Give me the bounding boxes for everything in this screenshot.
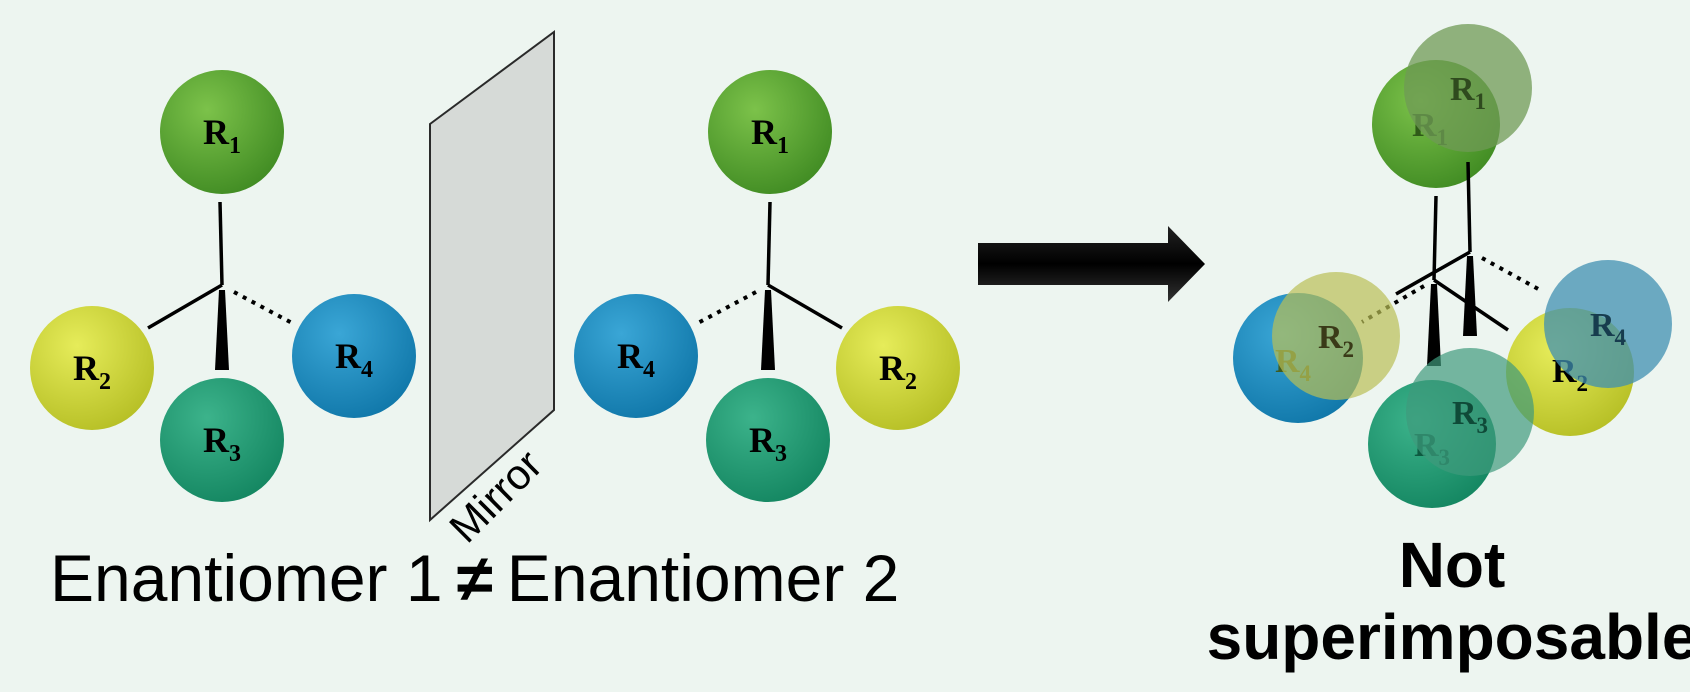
overlay-atom-r4-ghost bbox=[1544, 260, 1672, 388]
atom-r2-label: R2 bbox=[879, 348, 917, 395]
bond-r2 bbox=[767, 283, 843, 330]
atom-r4: R4 bbox=[292, 294, 416, 418]
atom-r3-label: R3 bbox=[203, 420, 241, 467]
atom-r4-label: R4 bbox=[335, 336, 373, 383]
overlay-attempt: R4 R1 R3 R2 R1 R2 R3 R4 bbox=[1233, 24, 1672, 508]
caption-enantiomer-2: Enantiomer 2 bbox=[506, 541, 900, 615]
enantiomer-2: R1 R4 R3 R2 bbox=[574, 70, 960, 502]
atom-r1: R1 bbox=[160, 70, 284, 194]
bonds bbox=[147, 201, 293, 370]
atom-r3: R3 bbox=[160, 378, 284, 502]
overlay-wedge-bond-1 bbox=[1427, 284, 1441, 366]
overlay-wedge-bond-2 bbox=[1463, 256, 1477, 336]
overlay-dashed-bond-2 bbox=[1481, 256, 1541, 292]
wedge-bond-r3 bbox=[761, 290, 775, 370]
overlay-atom-r1-ghost-label: R1 bbox=[1450, 71, 1486, 114]
bond-r1 bbox=[766, 201, 772, 286]
mirror-plane bbox=[429, 30, 555, 523]
overlay-bond-r1-2 bbox=[1466, 161, 1472, 253]
atom-r3-sphere bbox=[706, 378, 830, 502]
atom-r1: R1 bbox=[708, 70, 832, 194]
atom-r4-sphere bbox=[292, 294, 416, 418]
dashed-bond-r4 bbox=[697, 290, 757, 325]
overlay-bonds-2 bbox=[1395, 161, 1541, 336]
not-equal-sign: ≠ bbox=[456, 541, 493, 615]
enantiomer-1: R1 R2 R3 R4 bbox=[30, 70, 416, 502]
enantiomer-caption: Enantiomer 1≠Enantiomer 2 bbox=[50, 540, 899, 616]
atom-r1-label: R1 bbox=[203, 112, 241, 159]
dashed-bond-r4 bbox=[233, 290, 293, 325]
atom-r3-sphere bbox=[160, 378, 284, 502]
overlay-atom-r3-ghost-label: R3 bbox=[1452, 395, 1488, 438]
atom-r2: R2 bbox=[836, 306, 960, 430]
atom-r1-sphere bbox=[160, 70, 284, 194]
atom-r1-sphere bbox=[708, 70, 832, 194]
result-caption: Not superimposable bbox=[1172, 529, 1690, 673]
atom-r1-label: R1 bbox=[751, 112, 789, 159]
overlay-bond-r1-1 bbox=[1432, 195, 1438, 281]
bonds bbox=[697, 201, 843, 370]
atom-r3: R3 bbox=[706, 378, 830, 502]
atom-r2: R2 bbox=[30, 306, 154, 430]
overlay-atom-r1-ghost bbox=[1404, 24, 1532, 152]
atom-r4-label: R4 bbox=[617, 336, 655, 383]
mirror: Mirror bbox=[429, 30, 555, 551]
bond-r1 bbox=[218, 201, 224, 286]
right-arrow-icon bbox=[978, 226, 1205, 302]
caption-enantiomer-1: Enantiomer 1 bbox=[50, 541, 443, 615]
atom-r2-sphere bbox=[836, 306, 960, 430]
overlay-atom-r2-ghost-label: R2 bbox=[1318, 319, 1354, 362]
atom-r4: R4 bbox=[574, 294, 698, 418]
overlay-bond-r2-2 bbox=[1395, 250, 1471, 296]
atom-r2-sphere bbox=[30, 306, 154, 430]
overlay-dashed-bond-1 bbox=[1360, 284, 1426, 324]
result-caption-line2: superimposable bbox=[1206, 600, 1690, 673]
overlay-enantiomer-2: R1 R2 R3 R4 bbox=[1272, 24, 1672, 476]
bond-r2 bbox=[147, 283, 223, 330]
overlay-atom-r3-ghost bbox=[1406, 348, 1534, 476]
result-caption-line1: Not bbox=[1398, 529, 1506, 601]
wedge-bond-r3 bbox=[215, 290, 229, 370]
atom-r4-sphere bbox=[574, 294, 698, 418]
atom-r2-label: R2 bbox=[73, 348, 111, 395]
atom-r3-label: R3 bbox=[749, 420, 787, 467]
overlay-atom-r4-ghost-label: R4 bbox=[1590, 307, 1627, 350]
overlay-atom-r2-ghost bbox=[1272, 272, 1400, 400]
